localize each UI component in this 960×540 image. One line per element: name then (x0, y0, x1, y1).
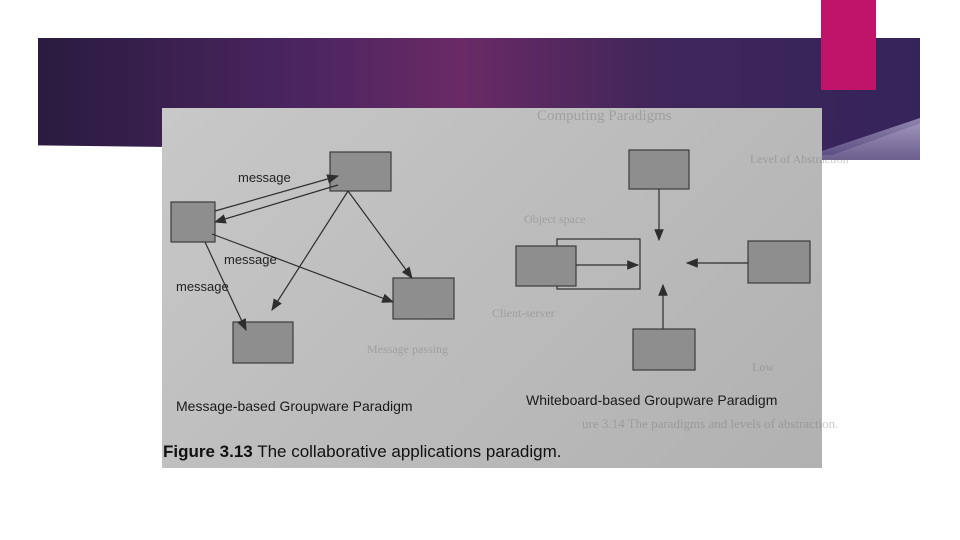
bleed-text: Computing Paradigms (537, 108, 672, 124)
bleed-text: Client-server (492, 306, 555, 320)
top-node (329, 151, 392, 192)
figure-photo: Computing Paradigms Level of Abstraction… (162, 108, 849, 468)
bleed-text: Low (752, 360, 774, 374)
edge-left-to-right (211, 233, 395, 303)
edge-top-to-left (213, 184, 339, 224)
bleed-text: Message passing (367, 342, 448, 356)
edge-label-left: message (176, 279, 229, 294)
bleed-text: Level of Abstraction (750, 152, 849, 166)
right-diagram-title: Whiteboard-based Groupware Paradigm (526, 392, 777, 408)
wb-left-node (515, 245, 577, 287)
accent-bar (821, 0, 876, 90)
edge-left-to-bottom (204, 241, 247, 332)
groupware-diagram: message message message Message-based Gr… (170, 149, 811, 414)
wb-right-node (747, 240, 811, 284)
wb-bottom-node (632, 328, 696, 371)
right-node (392, 277, 455, 320)
bottom-node (232, 321, 294, 364)
edge-label-middle: message (224, 252, 277, 267)
bleed-text: Object space (524, 212, 586, 226)
left-diagram-title: Message-based Groupware Paradigm (176, 398, 413, 414)
wb-top-node (628, 149, 690, 190)
figure-number: Figure 3.13 (163, 442, 253, 461)
bleed-text: ure 3.14 The paradigms and levels of abs… (582, 416, 839, 431)
left-node (170, 201, 216, 243)
edge-top-to-bottom (271, 190, 349, 312)
figure-caption: Figure 3.13 The collaborative applicatio… (163, 442, 561, 462)
edge-left-to-top (214, 174, 340, 212)
edge-top-to-right (347, 190, 413, 279)
edge-label-top: message (238, 170, 291, 185)
figure-caption-text: The collaborative applications paradigm. (257, 442, 562, 461)
